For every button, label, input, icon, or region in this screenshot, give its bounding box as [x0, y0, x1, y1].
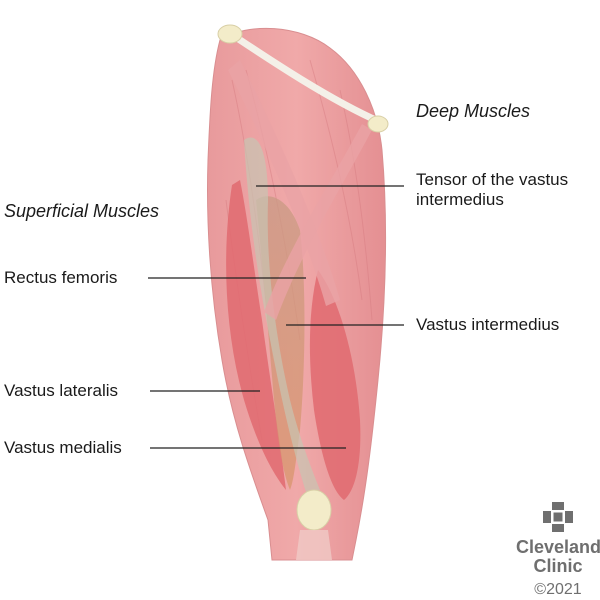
- superficial-muscles-heading: Superficial Muscles: [4, 201, 160, 221]
- vastus-lateralis-shape: [226, 180, 286, 490]
- leader-lines: [148, 185, 404, 449]
- cleveland-clinic-logo-icon: [543, 502, 573, 532]
- label-tensor-line1: Tensor of the vastus: [416, 170, 569, 189]
- patella: [296, 489, 332, 531]
- tensor-tendon-shape: [244, 137, 320, 492]
- vastus-medialis-shape: [309, 270, 361, 500]
- bone-top-left: [217, 24, 243, 44]
- brand-name-line2: Clinic: [533, 556, 583, 576]
- bone-top-right: [367, 115, 389, 133]
- label-vastus-medialis: Vastus medialis: [4, 438, 122, 457]
- label-tensor-vastus-intermedius: Tensor of the vastus intermedius: [416, 170, 568, 210]
- label-vastus-lateralis: Vastus lateralis: [4, 381, 119, 400]
- inguinal-ligament: [224, 28, 384, 126]
- patellar-tendon: [296, 530, 332, 560]
- deep-muscles-heading: Deep Muscles: [416, 101, 531, 121]
- label-rectus-femoris: Rectus femoris: [4, 268, 118, 287]
- cleveland-clinic-brand: Cleveland Clinic ©2021: [516, 502, 600, 600]
- copyright-text: ©2021: [534, 581, 582, 598]
- label-vastus-intermedius: Vastus intermedius: [416, 315, 560, 334]
- label-tensor-line2: intermedius: [416, 190, 504, 209]
- brand-name-line1: Cleveland: [516, 537, 600, 557]
- crossing-strap-1: [228, 60, 340, 306]
- crossing-strap-2: [264, 124, 372, 320]
